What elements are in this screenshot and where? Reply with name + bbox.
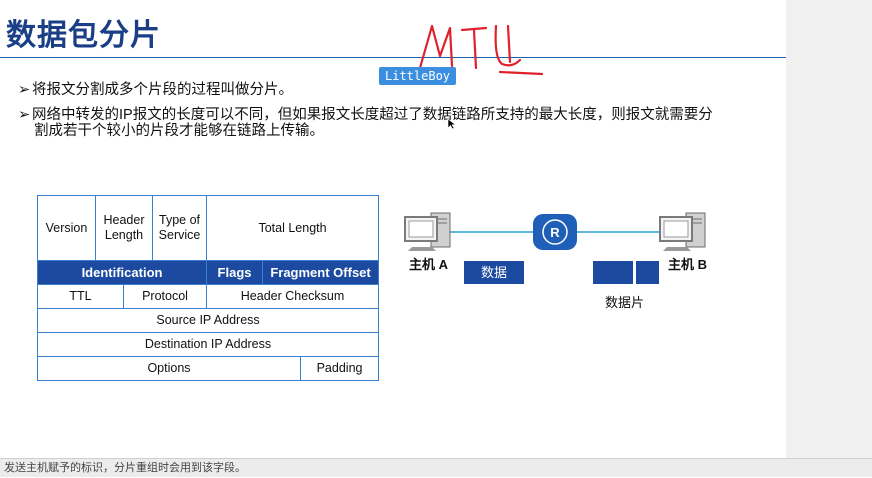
router-icon: R [533,214,577,250]
network-diagram: R [404,212,706,251]
mouse-pointer-icon [447,118,457,133]
fragment-block [610,261,633,284]
host-b-computer-icon [659,212,706,251]
field-flags: Flags [206,260,264,285]
host-b-label: 主机 B [668,257,708,272]
title-divider [0,57,786,58]
table-row: Options Padding [36,356,380,381]
user-name-tooltip: LittleBoy [379,67,457,85]
table-row: Source IP Address [36,308,380,333]
router-symbol: R [550,225,560,240]
field-padding: Padding [300,356,380,381]
table-row: Version Header Length Type of Service To… [37,195,380,261]
slide-canvas: 数据包分片 LittleBoy ➢将报文分割成多个片段的过程叫做分片。 ➢网络中… [0,19,786,381]
bullet-text-continuation: 割成若干个较小的片段才能够在链路上传输。 [34,123,324,139]
field-destination-ip: Destination IP Address [36,332,380,357]
host-a-label: 主机 A [409,257,449,272]
field-fragment-offset: Fragment Offset [262,260,380,285]
bullet-item: ➢网络中转发的IP报文的长度可以不同，但如果报文长度超过了数据链路所支持的最大长… [18,107,746,139]
bullet-arrow-icon: ➢ [18,107,31,123]
fragment-block [636,261,659,284]
bullet-arrow-icon: ➢ [18,82,31,98]
status-bar-caption: 发送主机赋予的标识，分片重组时会用到该字段。 [0,458,872,477]
slide-title: 数据包分片 [6,19,161,52]
field-version: Version [37,195,96,261]
bullet-item: ➢将报文分割成多个片段的过程叫做分片。 [18,82,293,98]
bullet-text: 将报文分割成多个片段的过程叫做分片。 [32,82,293,98]
ip-header-table: Version Header Length Type of Service To… [36,195,380,381]
bullet-text: 网络中转发的IP报文的长度可以不同，但如果报文长度超过了数据链路所支持的最大长度… [32,107,713,123]
table-row: TTL Protocol Header Checksum [37,284,380,309]
table-row-highlighted: Identification Flags Fragment Offset [36,260,380,285]
field-header-length: Header Length [94,195,154,261]
field-source-ip: Source IP Address [36,308,380,333]
data-packet-box: 数据 [464,261,524,284]
handwritten-mtu-annotation [418,24,544,76]
field-identification: Identification [36,260,208,285]
host-a-computer-icon [404,212,451,251]
table-row: Destination IP Address [36,332,380,357]
field-options: Options [36,356,302,381]
field-type-of-service: Type of Service [152,195,208,261]
side-panel [786,0,872,477]
fragments-label: 数据片 [605,295,645,310]
